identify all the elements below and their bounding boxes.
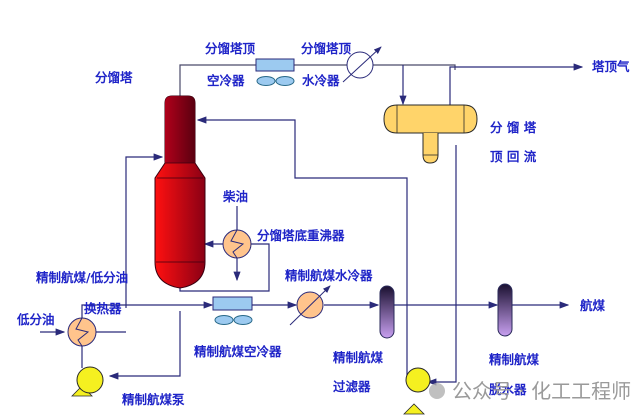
watermark: 公众号 · 化工工程师: [429, 379, 631, 403]
pipe-bottom-to-pump: [108, 311, 181, 380]
label-exchanger-1: 精制航煤/低分油: [36, 270, 128, 285]
fan-icon: [233, 315, 253, 325]
label-low-sep-oil: 低分油: [16, 312, 55, 327]
jet-low-sep-oil-exchanger[interactable]: [67, 317, 97, 347]
jet-pump[interactable]: [71, 366, 104, 397]
label-filter-2: 过滤器: [333, 379, 371, 394]
label-reflux-drum-2: 顶 回 流: [490, 149, 537, 164]
pipe-exchanger-to-column: [125, 153, 164, 308]
label-diesel: 柴油: [222, 189, 248, 204]
label-dehydrator-2: 脱水器: [489, 382, 527, 397]
reboiler-exchanger[interactable]: [222, 229, 252, 259]
pipe-overhead-gas: [449, 63, 584, 105]
label-jet-air-cooler: 精制航煤空冷器: [194, 344, 282, 359]
watermark-text: 公众号 · 化工工程师: [452, 379, 631, 403]
label-dehydrator-1: 精制航煤: [489, 352, 540, 367]
label-reboiler: 分馏塔底重沸器: [257, 228, 345, 243]
label-overhead-gas: 塔顶气: [592, 59, 630, 74]
jet-dehydrator[interactable]: [497, 283, 513, 337]
label-overhead-water-cooler-2: 水冷器: [302, 73, 340, 88]
jet-water-cooler[interactable]: [289, 285, 331, 326]
reflux-pump[interactable]: [403, 367, 431, 415]
overhead-water-cooler[interactable]: [342, 46, 382, 83]
label-reflux-drum-1: 分 馏 塔: [490, 120, 537, 135]
pipe-exchanger-out: [81, 301, 214, 320]
label-exchanger-2: 换热器: [84, 301, 122, 316]
fan-icon: [275, 76, 295, 86]
pipe-reflux-return: [196, 116, 408, 380]
label-overhead-air-cooler-2: 空冷器: [207, 73, 245, 88]
label-jet-water-cooler: 精制航煤水冷器: [285, 268, 373, 283]
jet-air-cooler[interactable]: [212, 296, 253, 325]
fan-icon: [214, 315, 234, 325]
jet-filter[interactable]: [379, 285, 395, 339]
pipe-column-bottom: [179, 243, 270, 292]
label-overhead-air-cooler-1: 分馏塔顶: [205, 41, 256, 56]
label-jet-pump: 精制航煤泵: [122, 392, 185, 407]
heating-coil-icon: [75, 317, 90, 347]
fractionator-column[interactable]: [154, 95, 206, 289]
fan-icon: [256, 76, 276, 86]
label-overhead-water-cooler-1: 分馏塔顶: [301, 41, 352, 56]
label-filter-1: 精制航煤: [333, 350, 384, 365]
pipe-reflux-to-pump: [426, 300, 457, 386]
reflux-drum[interactable]: [383, 104, 478, 164]
overhead-air-cooler[interactable]: [255, 58, 295, 86]
heating-coil-icon: [230, 229, 245, 259]
label-fractionator: 分馏塔: [95, 70, 133, 85]
wechat-icon: [429, 383, 445, 399]
label-jet-fuel: 航煤: [580, 298, 606, 313]
